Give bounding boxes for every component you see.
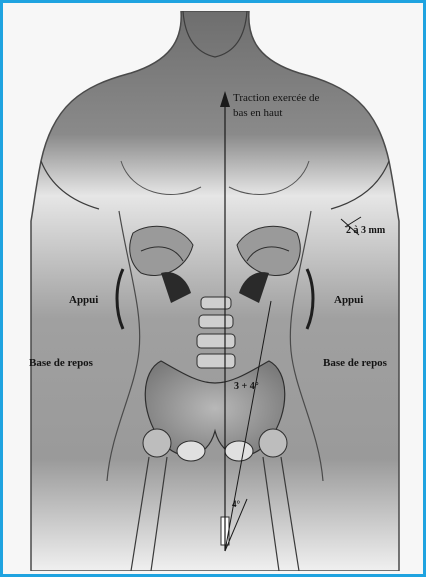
anatomical-illustration — [11, 11, 419, 571]
angle-label-small: 4° — [232, 499, 240, 509]
torso-silhouette — [31, 11, 399, 571]
angle-label-main: 3 + 4° — [234, 381, 259, 392]
support-label-left: Appui — [69, 294, 98, 306]
rest-base-label-right: Base de repos — [323, 357, 387, 369]
distance-label: 2 à 3 mm — [346, 225, 385, 236]
rest-base-label-left: Base de repos — [29, 357, 93, 369]
traction-label: Traction exercée de bas en haut — [233, 91, 323, 121]
support-label-right: Appui — [334, 294, 363, 306]
